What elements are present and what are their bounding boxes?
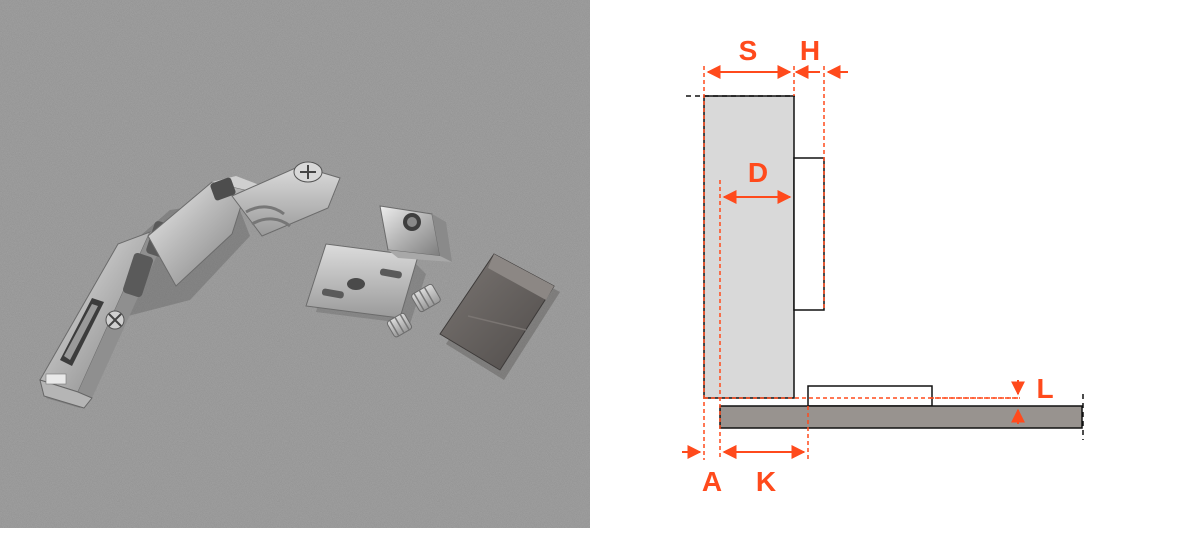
reference-lines [703,66,1020,460]
dimension-label-s: S [739,35,758,66]
dimension-label-a: A [702,466,722,497]
dimension-label-d: D [748,157,768,188]
dimension-label-h: H [800,35,820,66]
dimension-arrows [682,65,1025,459]
mounting-plate-outline [807,385,933,407]
dimension-label-l: L [1036,373,1053,404]
product-photo [0,0,590,528]
euro-screws [386,283,441,338]
dimension-label-k: K [756,466,776,497]
door-panel [719,405,1083,429]
dimension-diagram: S H D L A K [590,0,1177,528]
hinge [39,161,341,409]
diagram-canvas: S H D L A K [682,35,1084,497]
mounting-plate [305,205,452,324]
cabinet-side-panel [703,95,795,399]
hinge-outline [793,157,825,311]
cover-cap [439,253,560,380]
